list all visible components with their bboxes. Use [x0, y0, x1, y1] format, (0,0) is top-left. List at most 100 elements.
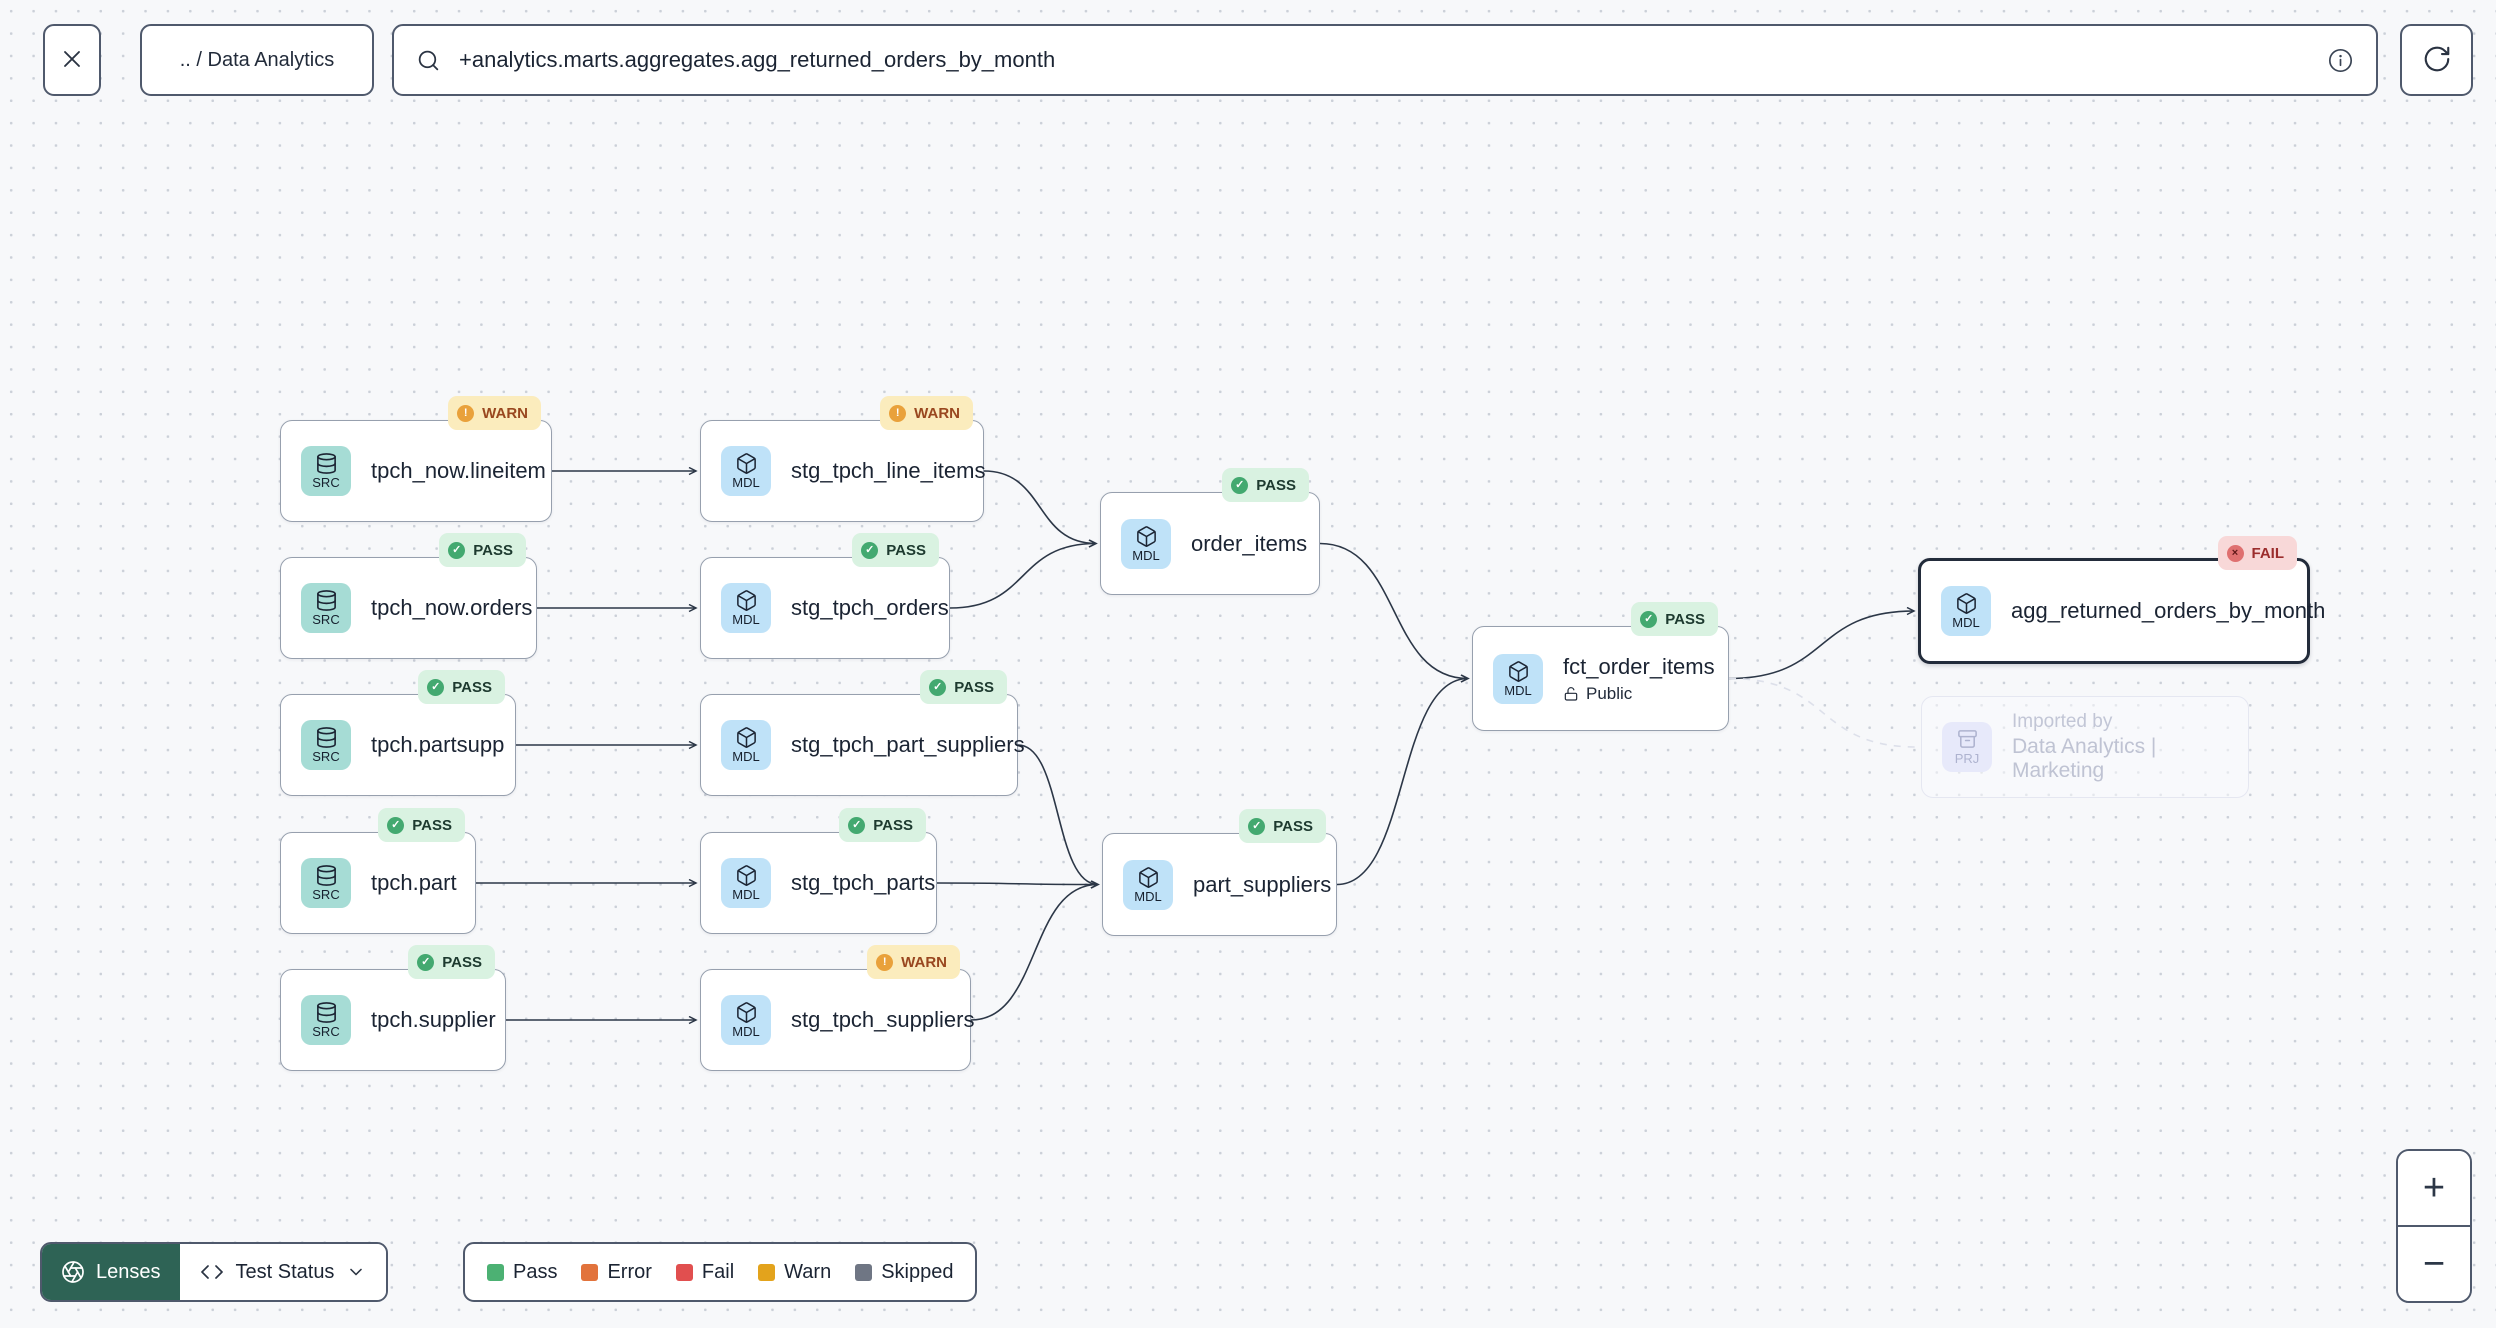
- status-badge: ✓PASS: [839, 808, 926, 842]
- status-badge: ✓PASS: [378, 808, 465, 842]
- node-stg_tpch_line_items[interactable]: !WARN MDL stg_tpch_line_items: [700, 396, 985, 522]
- status-badge-label: PASS: [442, 953, 482, 971]
- lenses-button[interactable]: Lenses: [42, 1244, 180, 1300]
- node-title: tpch.supplier: [371, 1007, 496, 1032]
- mdl-type-chip: MDL: [721, 995, 771, 1045]
- node-title: stg_tpch_suppliers: [791, 1007, 975, 1032]
- node-order_items[interactable]: ✓ PASS MDL order_items: [1100, 468, 1320, 595]
- status-badge-icon: ✓: [929, 678, 947, 696]
- status-badge-icon: ✓: [1231, 476, 1249, 494]
- legend-item-skipped: Skipped: [855, 1261, 953, 1284]
- database-icon: [315, 726, 338, 749]
- node-title: stg_tpch_parts: [791, 870, 936, 895]
- status-badge-label: PASS: [873, 816, 913, 834]
- mdl-type-chip: MDL: [1121, 518, 1171, 569]
- legend-label: Pass: [513, 1260, 558, 1283]
- mdl-type-chip: MDL: [721, 446, 771, 496]
- breadcrumb-label: .. / Data Analytics: [179, 48, 335, 71]
- lens-selected-label: Test Status: [235, 1260, 335, 1283]
- zoom-out-button[interactable]: −: [2398, 1227, 2470, 1301]
- status-badge: ✓ PASS: [408, 945, 495, 979]
- node-type-label: MDL: [732, 1024, 760, 1039]
- mdl-type-chip: MDL: [721, 858, 771, 908]
- edge-part_suppliers-to-fct_order_items: [1336, 679, 1468, 886]
- close-button[interactable]: [43, 24, 101, 96]
- status-badge-icon: ✓: [427, 678, 445, 696]
- node-type-label: MDL: [732, 475, 760, 490]
- node-stg_tpch_suppliers[interactable]: ! WARN MDL stg_tpch_suppliers: [700, 945, 975, 1071]
- status-badge-label: PASS: [412, 816, 452, 834]
- status-badge: !WARN: [880, 396, 973, 430]
- node-labels: order_items: [1191, 531, 1307, 557]
- status-badge-icon: !: [457, 404, 475, 422]
- legend-swatch: [487, 1263, 504, 1281]
- edge-order_items-to-fct_order_items: [1319, 542, 1468, 679]
- status-badge-icon: ✓: [448, 541, 466, 559]
- status-badge-label: WARN: [901, 953, 947, 971]
- legend-item-pass: Pass: [487, 1261, 557, 1284]
- database-icon: [315, 589, 338, 612]
- legend-swatch: [758, 1263, 776, 1281]
- node-labels: stg_tpch_parts: [791, 870, 935, 896]
- box-icon: [1135, 525, 1158, 548]
- breadcrumb[interactable]: .. / Data Analytics: [140, 24, 374, 96]
- status-badge-label: PASS: [473, 541, 513, 559]
- legend-label: Warn: [784, 1260, 832, 1283]
- node-title: part_suppliers: [1193, 871, 1332, 897]
- node-subtitle: Data Analytics | Marketing: [2012, 735, 2228, 783]
- node-labels: stg_tpch_line_items: [791, 458, 985, 484]
- mdl-type-chip: MDL: [721, 583, 771, 633]
- box-icon: [1137, 866, 1160, 889]
- status-badge: ✓PASS: [418, 670, 505, 704]
- legend-swatch: [581, 1263, 599, 1281]
- refresh-icon: [2422, 44, 2452, 77]
- status-badge: ×FAIL: [2217, 536, 2297, 570]
- node-stg_tpch_parts[interactable]: ✓PASS MDL stg_tpch_parts: [700, 808, 937, 934]
- search-input[interactable]: [457, 46, 2311, 74]
- status-badge: ✓ PASS: [1222, 468, 1309, 502]
- refresh-button[interactable]: [2400, 24, 2473, 96]
- status-badge-icon: ✓: [1640, 610, 1658, 628]
- node-type-label: SRC: [312, 1024, 340, 1039]
- legend-label: Fail: [701, 1260, 735, 1283]
- info-icon[interactable]: [2327, 47, 2354, 74]
- status-badge-label: PASS: [1665, 610, 1705, 628]
- status-legend: Pass Error Fail Warn Skipped: [463, 1242, 978, 1302]
- node-type-label: SRC: [312, 887, 340, 902]
- legend-swatch: [675, 1263, 693, 1281]
- node-type-label: MDL: [1952, 615, 1980, 630]
- src-type-chip: SRC: [301, 720, 351, 770]
- lens-selector[interactable]: Test Status: [179, 1244, 387, 1300]
- src-type-chip: SRC: [301, 446, 351, 496]
- status-badge-icon: ✓: [861, 541, 879, 559]
- node-subtitle: Public: [1563, 684, 1715, 704]
- status-badge-label: PASS: [1256, 476, 1296, 494]
- node-tpch_supplier[interactable]: ✓ PASS SRC tpch.supplier: [280, 945, 506, 1071]
- node-labels: tpch.part: [371, 870, 457, 896]
- src-type-chip: SRC: [301, 858, 351, 908]
- legend-item-error: Error: [581, 1261, 652, 1284]
- status-badge-icon: ✓: [417, 953, 435, 971]
- node-type-label: PRJ: [1954, 751, 1980, 766]
- node-type-label: SRC: [312, 475, 340, 490]
- node-title: fct_order_items: [1563, 653, 1715, 679]
- zoom-in-button[interactable]: +: [2398, 1151, 2470, 1225]
- mdl-type-chip: MDL: [1493, 653, 1543, 704]
- edge-stg_tpch_suppliers-to-part_suppliers: [970, 885, 1098, 1021]
- node-tpch_part[interactable]: ✓PASS SRC tpch.part: [280, 808, 476, 934]
- node-labels: stg_tpch_orders: [791, 595, 949, 621]
- close-icon: [58, 45, 86, 76]
- status-badge-icon: !: [876, 953, 894, 971]
- mdl-type-chip: MDL: [1941, 586, 1991, 636]
